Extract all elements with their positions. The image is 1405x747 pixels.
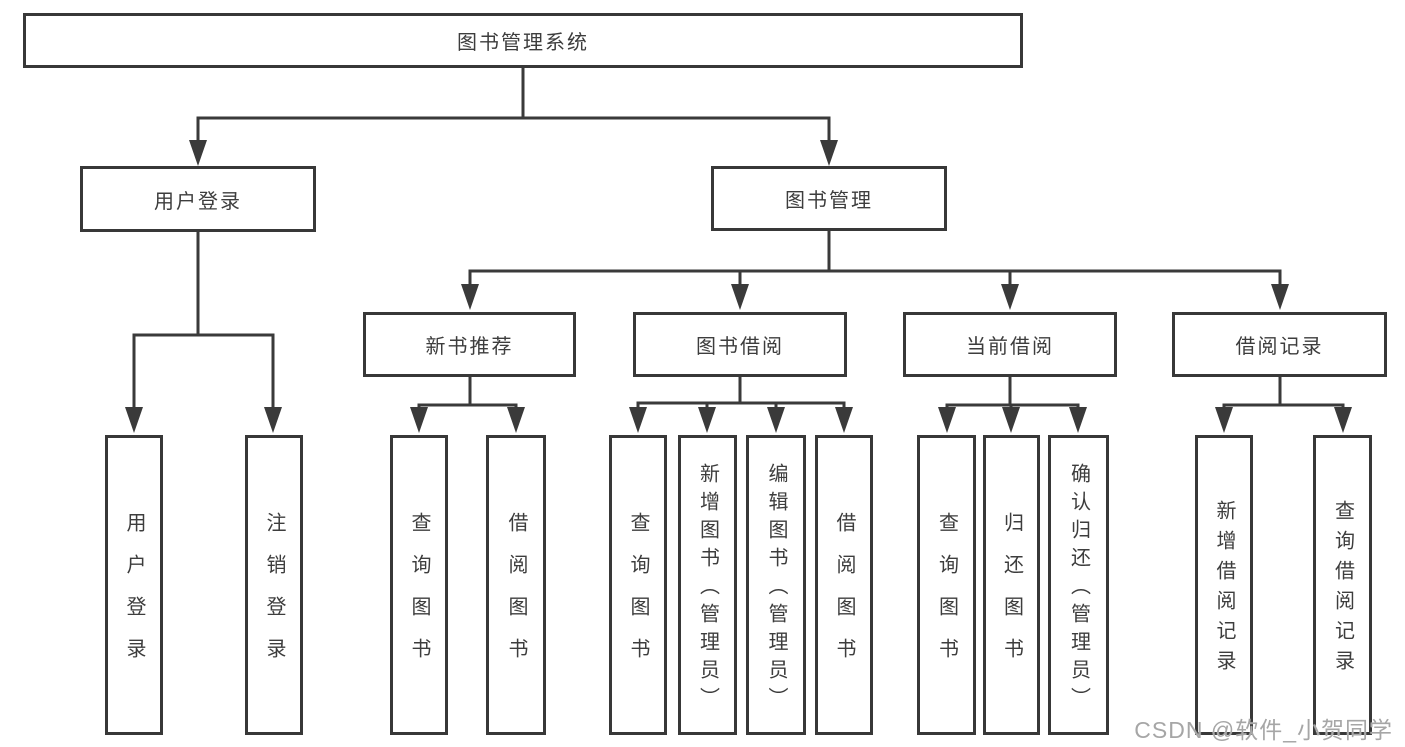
node-label: 图书借阅 [696, 336, 784, 358]
node-bb-add-books-admin: 新增图书（管理员） [678, 435, 737, 735]
node-library-management-system: 图书管理系统 [23, 13, 1023, 68]
node-new-book-recommendation: 新书推荐 [363, 312, 576, 377]
node-label: 编辑图书（管理员） [765, 463, 787, 715]
node-label: 当前借阅 [966, 336, 1054, 358]
node-book-borrowing: 图书借阅 [633, 312, 847, 377]
node-label: 图书管理系统 [457, 32, 589, 54]
node-label: 借阅图书 [833, 512, 855, 680]
node-label: 用户登录 [123, 512, 145, 680]
node-label: 新增图书（管理员） [696, 463, 719, 715]
node-br-add-record: 新增借阅记录 [1195, 435, 1253, 735]
node-bb-edit-books-admin: 编辑图书（管理员） [746, 435, 806, 735]
node-label: 新书推荐 [425, 336, 514, 358]
node-label: 借阅图书 [505, 512, 527, 680]
node-label: 注销登录 [263, 512, 285, 680]
node-label: 借阅记录 [1235, 336, 1324, 358]
node-cb-query-books: 查询图书 [917, 435, 976, 735]
node-label: 查询图书 [408, 512, 430, 680]
node-book-management-module: 图书管理 [711, 166, 947, 231]
watermark: CSDN @软件_小贺同学 [1134, 717, 1393, 743]
node-label: 图书管理 [785, 190, 873, 212]
node-cb-return-books: 归还图书 [983, 435, 1040, 735]
node-label: 归还图书 [1000, 512, 1023, 680]
node-label: 确认归还（管理员） [1067, 463, 1090, 715]
node-nbr-borrow-books: 借阅图书 [486, 435, 546, 735]
node-logout-action: 注销登录 [245, 435, 303, 735]
node-bb-query-books: 查询图书 [609, 435, 667, 735]
node-br-query-record: 查询借阅记录 [1313, 435, 1372, 735]
node-bb-borrow-books: 借阅图书 [815, 435, 873, 735]
node-label: 查询借阅记录 [1331, 500, 1354, 680]
node-label: 新增借阅记录 [1213, 500, 1235, 680]
node-user-login-module: 用户登录 [80, 166, 316, 232]
node-cb-confirm-return-admin: 确认归还（管理员） [1048, 435, 1109, 735]
node-nbr-query-books: 查询图书 [390, 435, 448, 735]
node-current-borrowing: 当前借阅 [903, 312, 1117, 377]
node-label: 查询图书 [935, 512, 958, 680]
node-user-login-action: 用户登录 [105, 435, 163, 735]
node-label: 用户登录 [154, 190, 242, 213]
node-borrowing-records: 借阅记录 [1172, 312, 1387, 377]
node-label: 查询图书 [627, 512, 649, 680]
